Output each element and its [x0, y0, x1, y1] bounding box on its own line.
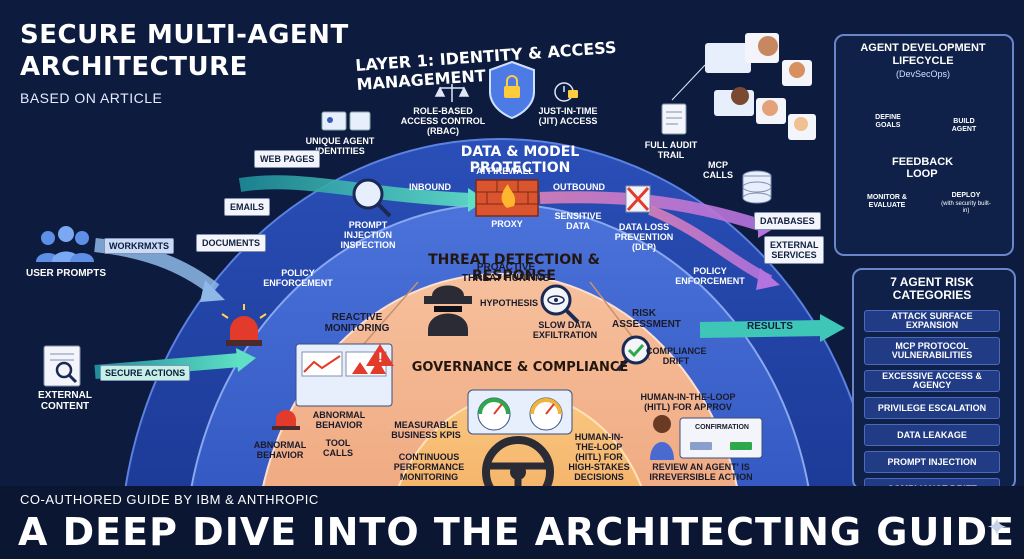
firewall-icon	[475, 179, 539, 217]
check-magnifier-icon	[616, 335, 651, 372]
abnormal-behavior-left-label: ABNORMAL BEHAVIOR	[253, 440, 307, 460]
hacker-icon	[424, 285, 472, 336]
slow-exfiltration-label: SLOW DATA EXFILTRATION	[532, 320, 598, 340]
lifecycle-title: AGENT DEVELOPMENT LIFECYCLE (DevSecOps)	[836, 42, 1010, 81]
database-icon	[742, 170, 772, 204]
secure-actions-tag: SECURE ACTIONS	[100, 365, 191, 381]
audit-doc-icon	[661, 103, 687, 135]
layer4-title: GOVERNANCE & COMPLIANCE	[411, 360, 629, 375]
siren-icon	[221, 304, 267, 346]
id-card-icon	[321, 111, 371, 131]
external-services-box: EXTERNAL SERVICES	[764, 236, 824, 264]
sparkle-icon: ✦	[986, 512, 1008, 542]
risk-item: PROMPT INJECTION	[864, 451, 1000, 473]
page-subtitle: BASED ON ARTICLE	[20, 90, 163, 106]
monitor-evaluate-label: MONITOR & EVALUATE	[867, 194, 907, 209]
hitl-center-label: HUMAN-IN-THE-LOOP (HITL) FOR HIGH-STAKES…	[568, 432, 630, 482]
policy-enforcement-left-label: POLICY ENFORCEMENT	[263, 268, 333, 288]
footer-headline: A DEEP DIVE INTO THE ARCHITECTING GUIDE	[18, 510, 1015, 554]
layer2-title: DATA & MODEL PROTECTION	[460, 144, 580, 176]
identity-cards	[671, 33, 816, 140]
risk-item: EXCESSIVE ACCESS & AGENCY	[864, 370, 1000, 392]
lifecycle-panel	[834, 34, 1014, 256]
unique-agent-identities-label: UNIQUE AGENT IDENTITIES	[305, 136, 375, 156]
risk-item: PRIVILEGE ESCALATION	[864, 397, 1000, 419]
web-pages-box: WEB PAGES	[254, 150, 321, 168]
lifecycle-title-line2: LIFECYCLE	[892, 55, 954, 67]
alarm-icon	[272, 410, 300, 430]
results-arrow	[699, 320, 826, 338]
review-label: REVIEW AN AGENT' IS IRREVERSIBLE ACTION	[649, 462, 753, 482]
continuous-monitoring-label: CONTINUOUS PERFORMANCE MONITORING	[393, 452, 465, 482]
layer3-title: THREAT DETECTION & RESPONSE	[428, 252, 600, 284]
users-icon	[36, 226, 94, 262]
page-title-line1: SECURE MULTI-AGENT	[20, 20, 349, 50]
tool-calls-label: TOOL CALLS	[323, 438, 353, 458]
external-doc-icon	[43, 345, 81, 387]
reactive-monitoring-label: REACTIVE MONITORING	[324, 312, 390, 334]
svg-text:!: !	[378, 349, 383, 365]
mcp-calls-label: MCP CALLS	[703, 160, 733, 180]
build-agent-label: BUILD AGENT	[951, 118, 977, 133]
hypothesis-label: HYPOTHESIS	[479, 298, 538, 308]
dlp-label: DATA LOSS PREVENTION (DLP)	[614, 222, 674, 252]
risk-list: ATTACK SURFACE EXPANSION MCP PROTOCOL VU…	[864, 310, 1000, 500]
policy-enforcement-right-label: POLICY ENFORCEMENT	[675, 266, 745, 286]
abnormal-behavior-mid-label: ABNORMAL BEHAVIOR	[312, 410, 366, 430]
dashboard-icon: !	[295, 343, 394, 407]
lifecycle-title-line1: AGENT DEVELOPMENT	[860, 42, 986, 54]
feedback-loop-label: FEEDBACK LOOP	[892, 156, 954, 180]
workflows-tag: WORKRMXTS	[104, 238, 174, 254]
inbound-label: INBOUND	[409, 182, 451, 192]
clock-icon	[554, 82, 578, 102]
deploy-label: DEPLOY	[951, 192, 981, 199]
inbound-arrow	[238, 175, 471, 207]
results-label: RESULTS	[747, 321, 793, 332]
documents-box: DOCUMENTS	[196, 234, 266, 252]
proactive-hunting-label: PROACTIVE THREAT HUNTING	[461, 262, 551, 284]
magnifier-icon	[352, 178, 392, 218]
risk-title: 7 AGENT RISK CATEGORIES	[890, 275, 974, 302]
footer-bar	[0, 486, 1024, 559]
jit-label: JUST-IN-TIME (JIT) ACCESS	[538, 106, 598, 126]
blocked-icon	[625, 185, 651, 213]
lifecycle-subtitle: (DevSecOps)	[895, 69, 950, 79]
proxy-label: PROXY	[491, 219, 523, 229]
sensitive-data-label: SENSITIVE DATA	[554, 211, 602, 231]
confirmation-dialog	[679, 417, 763, 459]
outbound-label: OUTBOUND	[553, 182, 605, 192]
emails-box: EMAILS	[224, 198, 271, 216]
hitl-right-label: HUMAN-IN-THE-LOOP (HITL) FOR APPROV	[640, 392, 736, 412]
shield-lock-icon	[489, 60, 535, 120]
risk-item: ATTACK SURFACE EXPANSION	[864, 310, 1000, 332]
risk-item: MCP PROTOCOL VULNERABILITIES	[864, 337, 1000, 365]
compliance-drift-label: COMPLIANCE DRIFT	[646, 346, 707, 366]
confirmation-label: CONFIRMATION	[695, 424, 749, 431]
risk-item: DATA LEAKAGE	[864, 424, 1000, 446]
ai-firewall-label: AI FIREWALL	[476, 166, 534, 176]
kpis-label: MEASURABLE BUSINESS KPIs	[391, 420, 461, 440]
page-title-line2: ARCHITECTURE	[20, 52, 248, 82]
deploy-note: (with security built-in)	[941, 201, 991, 214]
person-icon	[650, 415, 674, 460]
risk-assessment-label: RISK ASSESSMENT	[612, 308, 681, 330]
eye-icon	[540, 284, 580, 324]
prompt-injection-label: PROMPT INJECTION INSPECTION	[340, 220, 396, 250]
define-goals-label: DEFINE GOALS	[875, 114, 901, 129]
coauthored-label: CO-AUTHORED GUIDE BY IBM & ANTHROPIC	[20, 492, 319, 507]
scales-icon	[434, 84, 470, 102]
databases-box: DATABASES	[754, 212, 821, 230]
external-content-label: EXTERNAL CONTENT	[38, 390, 92, 412]
audit-trail-label: FULL AUDIT TRAIL	[644, 140, 698, 160]
rbac-label: ROLE-BASED ACCESS CONTROL (RBAC)	[400, 106, 486, 136]
gauge-icon	[467, 389, 573, 435]
user-prompts-label: USER PROMPTS	[26, 268, 107, 279]
